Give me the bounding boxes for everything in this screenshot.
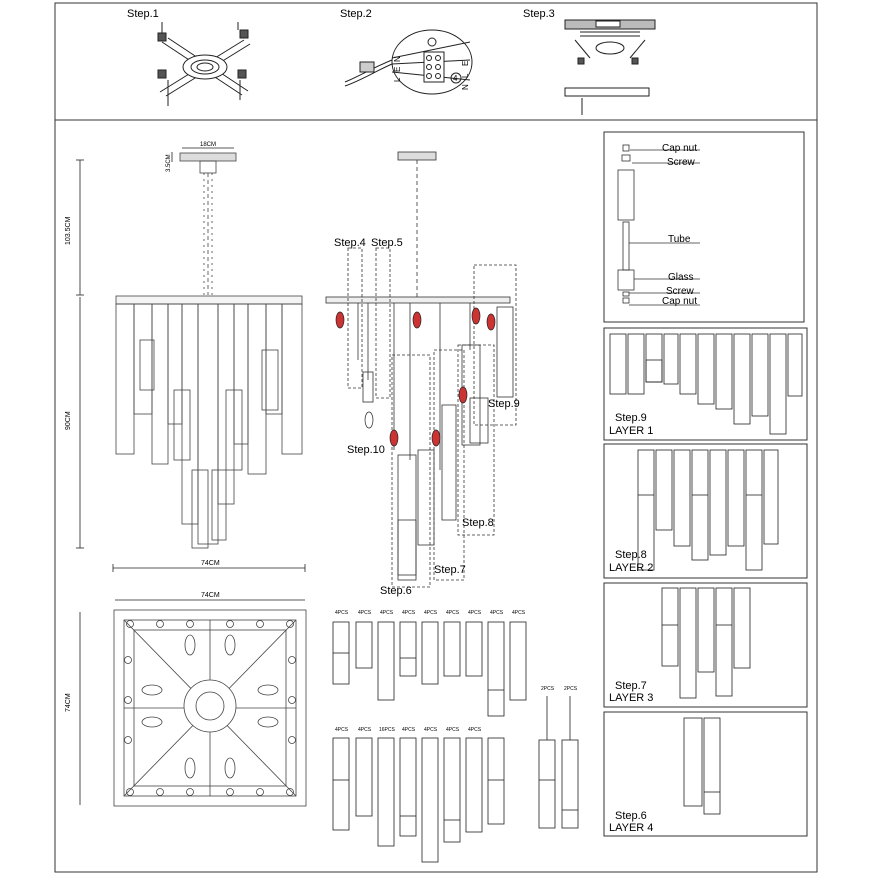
qty-row2-7: 4PCS: [468, 727, 482, 733]
qty-row1-2: 4PCS: [358, 610, 372, 616]
legend-screw-bottom: Screw: [666, 286, 695, 297]
front-view-drawing: [115, 152, 303, 549]
dim-chain-length: 103.5CM: [65, 216, 72, 245]
wiring-detail-drawing: [344, 29, 473, 95]
dim-body-width: 74CM: [201, 560, 220, 567]
bulb-icons: [335, 307, 496, 447]
assembly-step6-label: Step.6: [380, 585, 412, 597]
layer1-name: LAYER 1: [609, 425, 653, 437]
layer3-step: Step.7: [615, 680, 647, 692]
assembly-step9-label: Step.9: [488, 398, 520, 410]
assembly-step10-label: Step.10: [347, 444, 385, 456]
assembly-step7-label: Step.7: [434, 564, 466, 576]
legend-tube: Tube: [668, 234, 691, 245]
ceiling-mount-drawing: [564, 19, 656, 115]
qty-row2-6: 4PCS: [446, 727, 460, 733]
bulb-icon: [389, 429, 399, 447]
layer1-box: [603, 327, 808, 441]
assembly-step4-label: Step.4: [334, 237, 366, 249]
legend-cap-nut-bottom: Cap nut: [662, 296, 697, 307]
wiring-letter-e: E: [393, 67, 402, 72]
dimension-lines: [76, 147, 306, 805]
layer1-step: Step.9: [615, 412, 647, 424]
qty-row1-3: 4PCS: [380, 610, 394, 616]
glass-pieces-grid: [332, 621, 579, 863]
layer4-box: [603, 711, 808, 837]
bulb-icon: [471, 307, 481, 325]
bulb-icon: [364, 411, 374, 429]
step2-label: Step.2: [340, 8, 372, 20]
qty-row1-8: 4PCS: [490, 610, 504, 616]
qty-row2-3: 16PCS: [379, 727, 396, 733]
qty-row2-2: 4PCS: [358, 727, 372, 733]
qty-row2-1: 4PCS: [335, 727, 349, 733]
bulb-icon: [335, 311, 345, 329]
wiring-terminal-number: 4: [453, 74, 458, 83]
wiring-letter-n-right: N: [461, 84, 470, 90]
dim-body-height: 90CM: [65, 411, 72, 430]
legend-glass: Glass: [668, 272, 694, 283]
layer2-box: [603, 443, 808, 579]
mounting-bracket-drawing: [157, 22, 251, 106]
dim-top-view-width: 74CM: [201, 592, 220, 599]
top-view-drawing: [113, 609, 307, 807]
layer4-name: LAYER 4: [609, 822, 653, 834]
step1-label: Step.1: [127, 8, 159, 20]
assembly-drawing: [325, 151, 517, 588]
qty-row1-1: 4PCS: [335, 610, 349, 616]
qty-row1-5: 4PCS: [424, 610, 438, 616]
qty-row2-4: 4PCS: [402, 727, 416, 733]
qty-row1-7: 4PCS: [468, 610, 482, 616]
layer3-name: LAYER 3: [609, 692, 653, 704]
qty-hanging-1: 2PCS: [541, 686, 555, 692]
dim-canopy-height: 3.5CM: [166, 154, 172, 172]
wiring-letter-e-right: E: [461, 61, 470, 66]
layer3-box: [603, 582, 808, 708]
bulb-icon: [431, 429, 441, 447]
legend-screw-top: Screw: [667, 157, 696, 168]
assembly-step8-label: Step.8: [462, 517, 494, 529]
qty-row1-6: 4PCS: [446, 610, 460, 616]
bulb-icon: [486, 313, 496, 331]
wiring-letter-l: L: [393, 77, 402, 82]
dim-top-view-depth: 74CM: [65, 693, 72, 712]
assembly-step5-label: Step.5: [371, 237, 403, 249]
layer2-name: LAYER 2: [609, 562, 653, 574]
parts-legend-box: [603, 131, 805, 323]
wiring-letter-l-right: L: [461, 73, 470, 78]
qty-hanging-2: 2PCS: [564, 686, 578, 692]
step3-label: Step.3: [523, 8, 555, 20]
parts-legend-drawing: [617, 144, 700, 306]
legend-cap-nut-top: Cap nut: [662, 143, 697, 154]
layer2-step: Step.8: [615, 549, 647, 561]
main-panel-frame: [54, 119, 818, 873]
layer-glass-drawings: [609, 333, 803, 815]
qty-row1-4: 4PCS: [402, 610, 416, 616]
dim-canopy-width: 18CM: [200, 142, 216, 148]
wiring-letter-n: N: [393, 56, 402, 62]
qty-row2-5: 4PCS: [424, 727, 438, 733]
bulb-icon: [412, 311, 422, 329]
bulb-icon: [458, 386, 468, 404]
layer4-step: Step.6: [615, 810, 647, 822]
qty-row1-9: 4PCS: [512, 610, 526, 616]
